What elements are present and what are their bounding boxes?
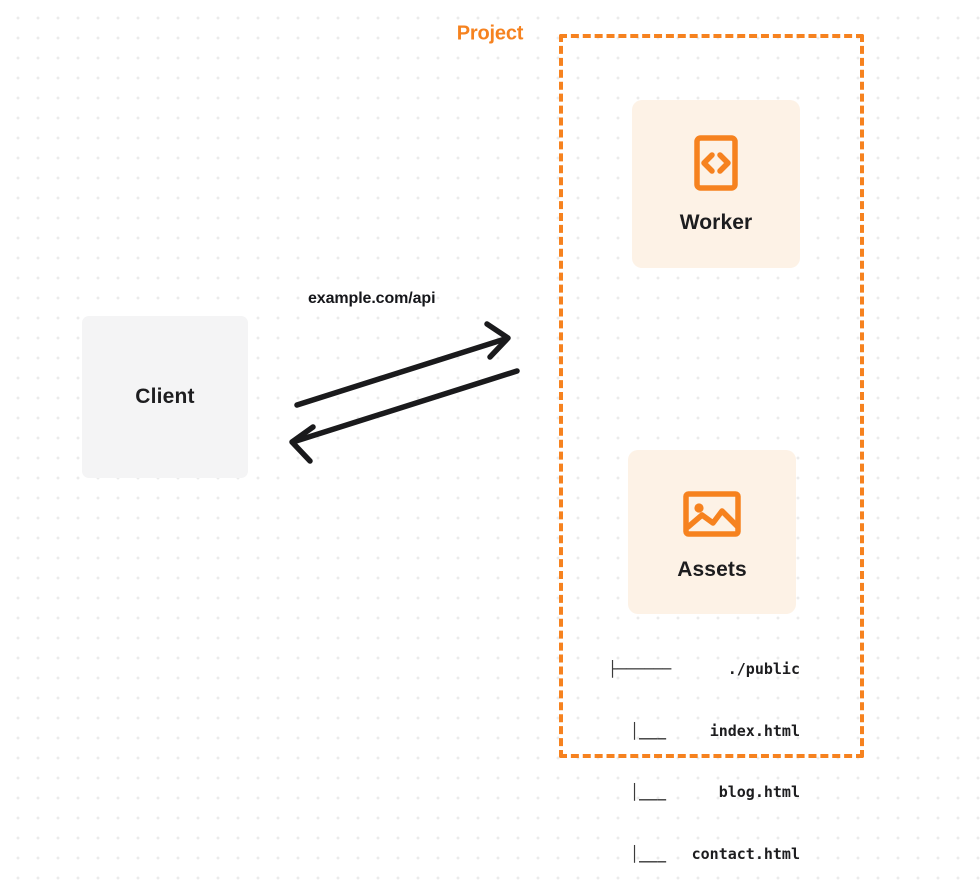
request-arrow bbox=[294, 321, 511, 408]
tree-branch-glyph: │___ bbox=[630, 783, 667, 801]
tree-row: │___ blog.html bbox=[608, 782, 800, 803]
tree-row: │___ index.html bbox=[608, 721, 800, 742]
client-box: Client bbox=[82, 316, 248, 478]
project-title: Project bbox=[449, 22, 531, 46]
project-container bbox=[559, 34, 864, 758]
tree-row: │___ contact.html bbox=[608, 844, 800, 865]
tree-row: ├────── ./public bbox=[608, 659, 800, 680]
worker-card[interactable]: Worker bbox=[632, 100, 800, 268]
tree-branch-glyph: ├────── bbox=[608, 660, 672, 678]
assets-file-tree: ├────── ./public │___ index.html │___ bl… bbox=[608, 618, 800, 885]
tree-item-name: blog.html bbox=[718, 783, 800, 801]
assets-label: Assets bbox=[677, 558, 747, 581]
assets-card[interactable]: Assets bbox=[628, 450, 796, 614]
tree-branch-glyph: │___ bbox=[630, 721, 667, 740]
image-icon bbox=[683, 491, 741, 537]
client-label: Client bbox=[135, 385, 195, 408]
tree-branch-glyph: │___ bbox=[630, 844, 667, 863]
tree-item-name: index.html bbox=[709, 721, 800, 740]
tree-item-name: ./public bbox=[727, 660, 800, 678]
request-url-label: example.com/api bbox=[308, 290, 436, 307]
tree-item-name: contact.html bbox=[691, 844, 800, 863]
response-arrow bbox=[289, 368, 520, 464]
worker-label: Worker bbox=[679, 211, 753, 234]
code-brackets-icon bbox=[694, 135, 738, 191]
